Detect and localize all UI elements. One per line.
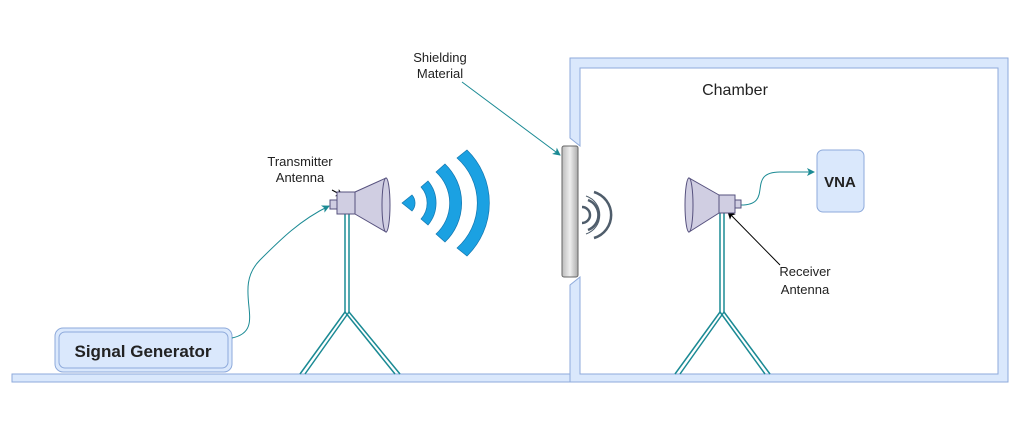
tx-cable: [231, 205, 330, 339]
signal-generator-box[interactable]: Signal Generator: [54, 327, 233, 373]
tx-wave-icon: [401, 149, 490, 257]
receiver-arrow: [727, 211, 781, 266]
svg-text:VNA: VNA: [824, 174, 856, 191]
chamber-walls: [569, 57, 1009, 383]
rx-cable: [740, 168, 815, 206]
receiver-antenna: [674, 177, 771, 375]
ground-floor: [11, 373, 573, 383]
rx-wave-icon: [581, 190, 613, 240]
vna-box[interactable]: VNA: [816, 149, 865, 213]
chamber-label: Chamber: [702, 82, 768, 99]
transmitter-antenna: [299, 177, 401, 375]
shielding-material: [561, 145, 579, 278]
shielding-arrow: [461, 81, 561, 156]
svg-text:Signal Generator: Signal Generator: [75, 342, 212, 361]
